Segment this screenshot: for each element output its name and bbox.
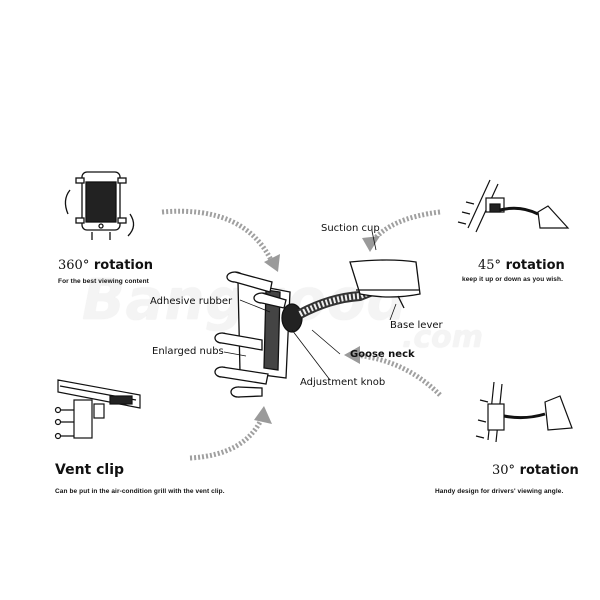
rotation-360-title: rotation bbox=[93, 258, 154, 273]
arrowhead-bottom-right bbox=[344, 346, 360, 364]
label-360-rotation: 360° rotation bbox=[58, 258, 153, 273]
arrowhead-top-left bbox=[264, 254, 280, 272]
part-adjustment-knob: Adjustment knob bbox=[300, 377, 386, 388]
note-30: Handy design for drivers' viewing angle. bbox=[435, 488, 564, 495]
part-base-lever: Base lever bbox=[390, 320, 443, 331]
part-enlarged-nubs: Enlarged nubs bbox=[152, 346, 224, 357]
note-vent-clip: Can be put in the air-condition grill wi… bbox=[55, 488, 225, 495]
mount-30-illustration bbox=[475, 381, 573, 443]
arrowhead-bottom-left bbox=[254, 406, 272, 424]
arrowhead-top-right bbox=[362, 236, 380, 252]
rotation-30-title: rotation bbox=[519, 463, 579, 478]
curved-arrow-top-right bbox=[370, 209, 441, 244]
vent-clip-illustration bbox=[54, 379, 141, 440]
rotation-30-number: 30° bbox=[492, 463, 516, 478]
label-vent-clip: Vent clip bbox=[55, 462, 125, 478]
label-30-rotation: 30° rotation bbox=[492, 463, 579, 478]
rotation-360-number: 360° bbox=[58, 258, 90, 273]
label-45-rotation: 45° rotation bbox=[478, 258, 565, 273]
curved-arrow-top-left bbox=[161, 208, 275, 264]
rotation-45-title: rotation bbox=[505, 258, 565, 273]
note-45: keep it up or down as you wish. bbox=[462, 276, 563, 283]
note-360: For the best viewing content bbox=[58, 278, 149, 285]
part-suction-cup: Suction cup bbox=[321, 223, 380, 234]
leader-lines bbox=[223, 230, 397, 381]
main-holder-illustration bbox=[214, 259, 421, 398]
part-adhesive-rubber: Adhesive rubber bbox=[150, 296, 233, 307]
watermark-domain: .com bbox=[402, 320, 484, 355]
mount-45-illustration bbox=[457, 179, 570, 233]
curved-arrow-bottom-left bbox=[189, 416, 265, 461]
phone-360-illustration bbox=[64, 171, 135, 240]
rotation-45-number: 45° bbox=[478, 258, 502, 273]
curved-arrow-bottom-right bbox=[354, 352, 442, 397]
part-goose-neck: Goose neck bbox=[350, 349, 415, 360]
